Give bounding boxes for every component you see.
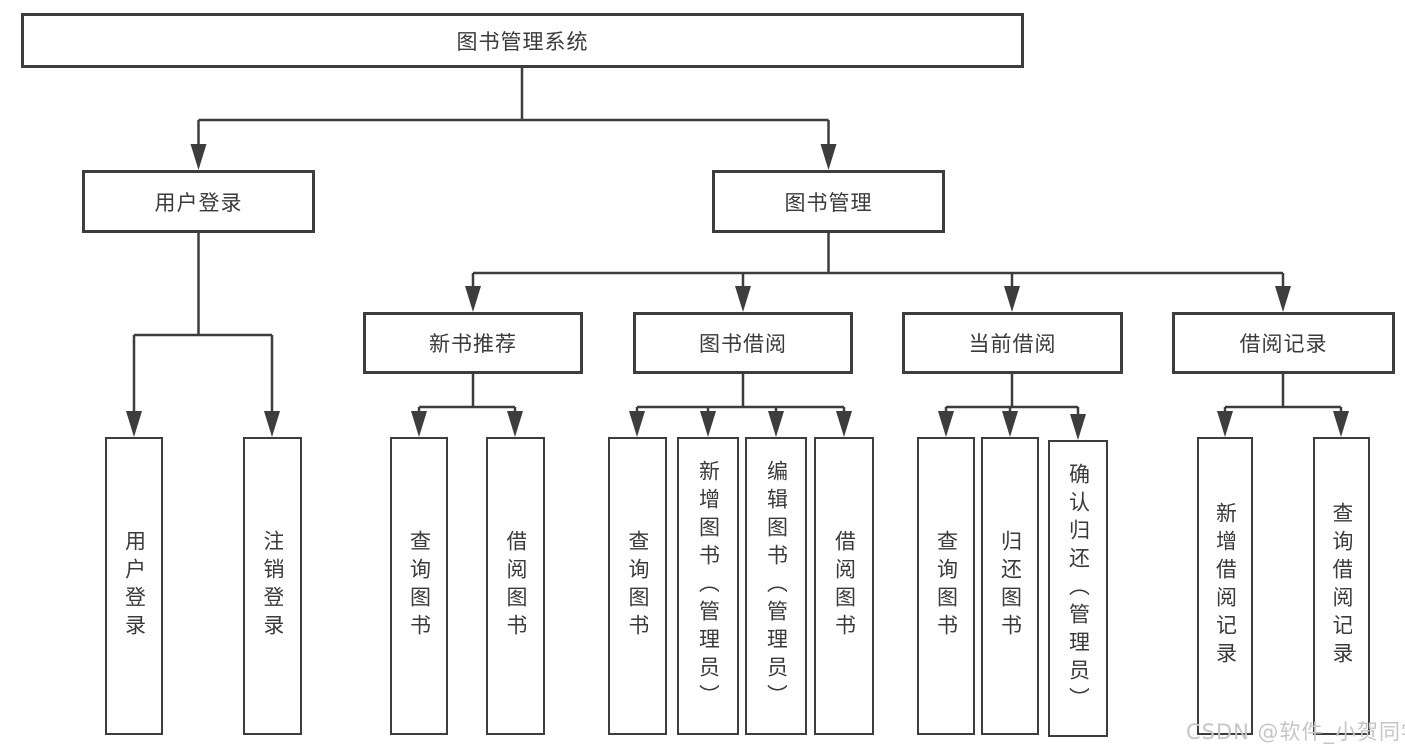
leaf-query-borrow-record: 查询借阅记录	[1313, 437, 1370, 735]
node-library-management-system: 图书管理系统	[21, 13, 1024, 68]
leaf-label: 用户登录	[123, 530, 145, 642]
leaf-label: 查询图书	[935, 530, 957, 642]
leaf-query-books: 查询图书	[917, 437, 975, 735]
node-label: 用户登录	[154, 190, 243, 215]
leaf-label: 借阅图书	[505, 530, 526, 642]
leaf-query-books: 查询图书	[608, 437, 667, 735]
csdn-watermark: CSDN @软件_小贺同学	[1186, 720, 1405, 744]
node-user-login: 用户登录	[82, 170, 315, 233]
node-label: 当前借阅	[968, 332, 1057, 356]
leaf-query-books: 查询图书	[390, 437, 448, 735]
node-label: 借阅记录	[1239, 332, 1328, 356]
leaf-label: 新增借阅记录	[1214, 502, 1236, 670]
node-new-book-recommend: 新书推荐	[363, 312, 583, 374]
leaf-logout: 注销登录	[243, 437, 302, 735]
node-current-borrowing: 当前借阅	[902, 312, 1123, 374]
leaf-label: 编辑图书（管理员）	[765, 460, 787, 712]
leaf-add-books-admin: 新增图书（管理员）	[677, 437, 739, 735]
leaf-borrow-books: 借阅图书	[814, 437, 874, 735]
leaf-label: 归还图书	[999, 530, 1021, 642]
leaf-label: 查询图书	[627, 530, 648, 642]
node-borrowing-records: 借阅记录	[1172, 312, 1395, 374]
leaf-return-books: 归还图书	[981, 437, 1039, 735]
leaf-edit-books-admin: 编辑图书（管理员）	[745, 437, 807, 735]
node-label: 图书管理	[784, 190, 873, 215]
node-label: 图书管理系统	[456, 29, 589, 54]
leaf-label: 确认归还（管理员）	[1067, 462, 1089, 715]
leaf-confirm-return-admin: 确认归还（管理员）	[1048, 440, 1108, 737]
leaf-label: 借阅图书	[833, 530, 855, 642]
node-book-borrowing: 图书借阅	[633, 312, 853, 374]
leaf-label: 查询图书	[408, 530, 430, 642]
leaf-label: 查询借阅记录	[1331, 502, 1352, 670]
leaf-add-borrow-record: 新增借阅记录	[1197, 437, 1253, 735]
leaf-user-login: 用户登录	[105, 437, 163, 735]
leaf-borrow-books: 借阅图书	[486, 437, 545, 735]
node-label: 图书借阅	[699, 332, 787, 356]
node-label: 新书推荐	[429, 332, 517, 356]
node-book-management: 图书管理	[712, 170, 945, 233]
leaf-label: 注销登录	[262, 530, 283, 642]
leaf-label: 新增图书（管理员）	[697, 460, 719, 712]
